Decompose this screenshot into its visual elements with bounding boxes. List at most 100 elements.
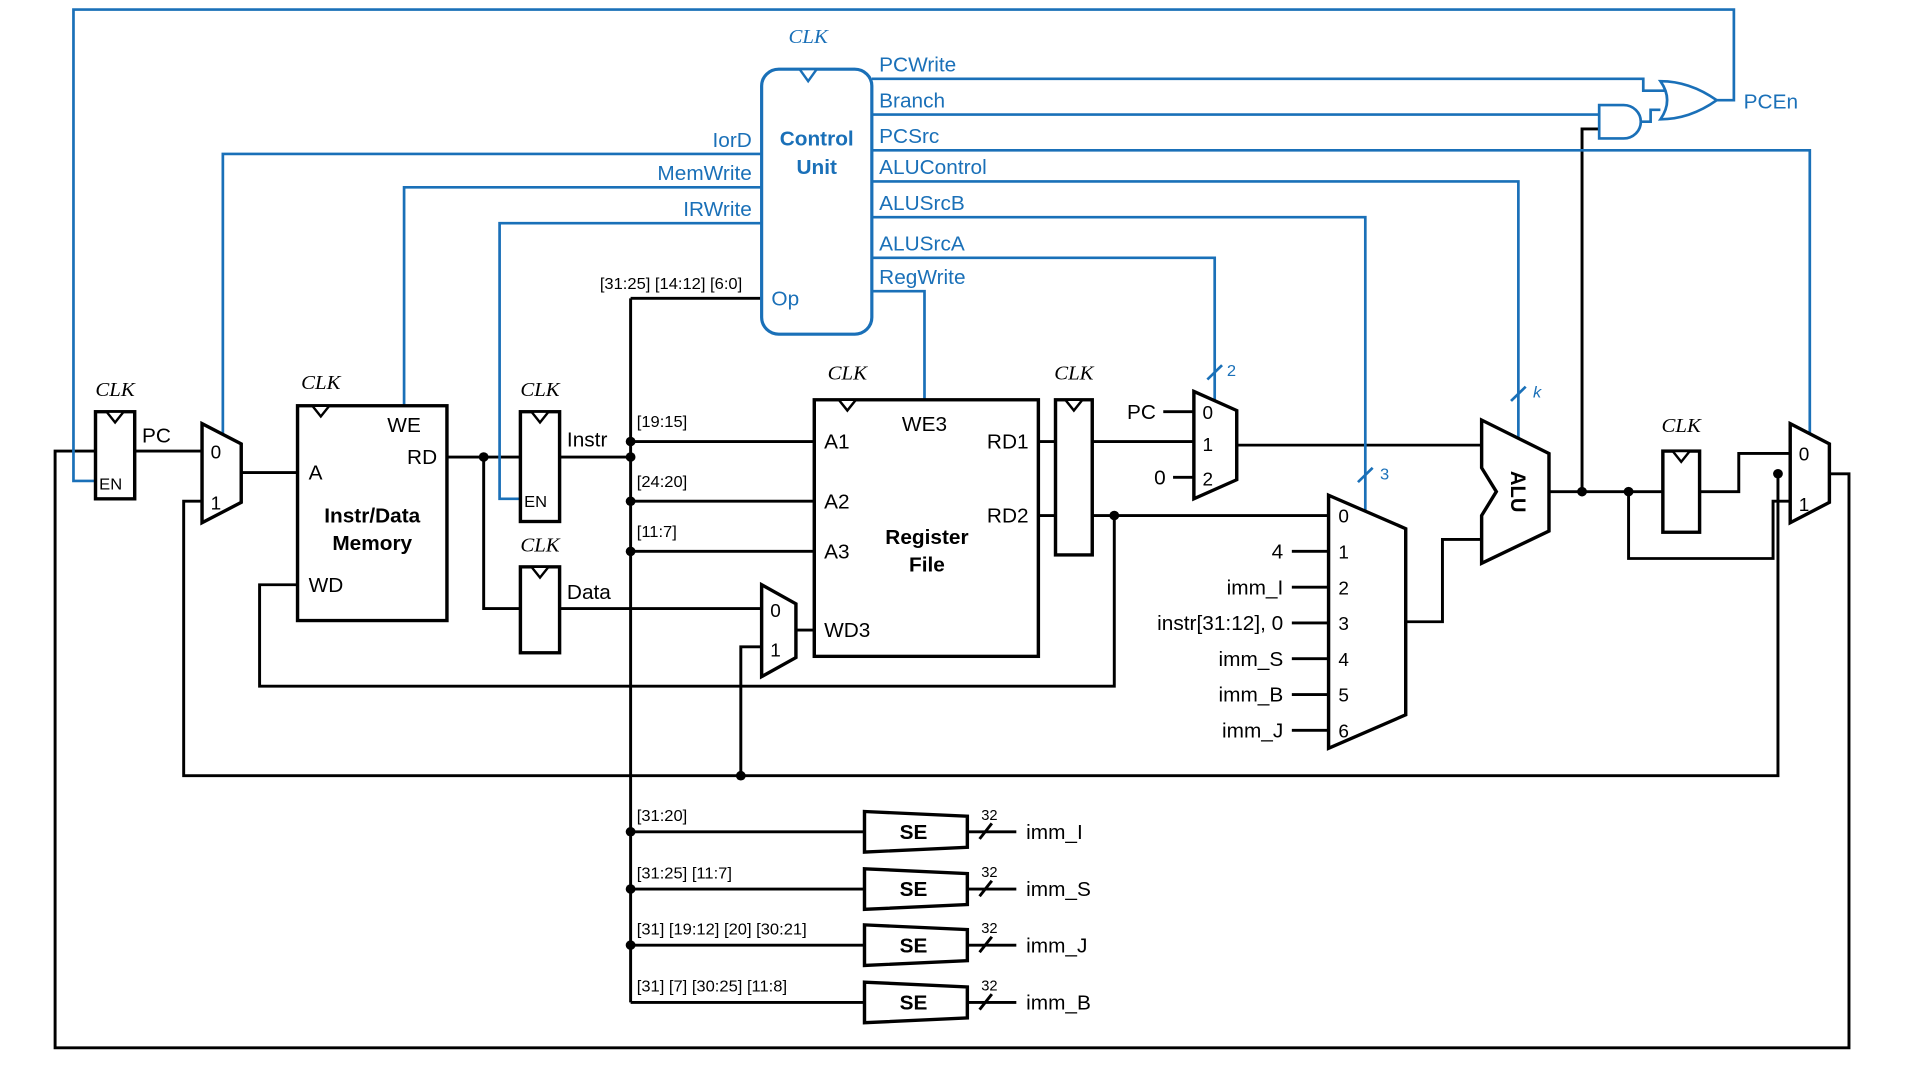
pc-output-label: PC bbox=[142, 425, 171, 448]
se-imms-box bbox=[862, 867, 970, 912]
memory-we-label: WE bbox=[387, 414, 421, 437]
wire-aluout-reg-to-mux bbox=[1699, 452, 1791, 494]
se-immb-label: SE bbox=[900, 992, 928, 1015]
data-register: CLK Data bbox=[518, 535, 611, 655]
srcb-mux-5: 5 bbox=[1338, 685, 1349, 706]
ab-clock-triangle-icon bbox=[1062, 398, 1085, 413]
srcb-input-immi-label: imm_I bbox=[1227, 577, 1284, 600]
alu-shape bbox=[1479, 417, 1551, 566]
memory-rd-label: RD bbox=[407, 446, 437, 469]
srcb-input-immj-label: imm_J bbox=[1222, 720, 1283, 743]
iord-label: IorD bbox=[713, 129, 752, 152]
se-immj-width: 32 bbox=[981, 921, 997, 937]
alucontrol-width-label: k bbox=[1533, 384, 1542, 402]
regfile-a1-label: A1 bbox=[824, 431, 849, 454]
result-mux-1: 1 bbox=[1799, 494, 1810, 515]
regfile-name-2: File bbox=[909, 554, 945, 577]
regfile-we3-label: WE3 bbox=[902, 413, 947, 436]
wire-writedata-to-memory-wd bbox=[258, 515, 1116, 688]
regfile-clock-triangle-icon bbox=[836, 398, 859, 413]
result-mux-shape bbox=[1788, 420, 1832, 526]
wire-pcwrite bbox=[871, 77, 1666, 93]
se2-width-slash bbox=[978, 879, 994, 898]
memory-a-label: A bbox=[309, 462, 323, 485]
srca-mux: 0 1 2 PC 0 2 bbox=[1127, 362, 1239, 502]
junction bbox=[1623, 486, 1634, 497]
pc-clock-triangle-icon bbox=[104, 410, 127, 425]
alusrcb-width-label: 3 bbox=[1380, 466, 1389, 484]
register-file: CLK WE3 A1 A2 A3 WD3 RD1 RD2 Register Fi… bbox=[812, 363, 1041, 659]
wire-andgate-to-orgate bbox=[1640, 108, 1661, 124]
srcb-mux-4: 4 bbox=[1338, 649, 1349, 670]
se-immj-box bbox=[862, 923, 970, 968]
a3-field-label: [11:7] bbox=[637, 523, 677, 541]
regfile-rd1-label: RD1 bbox=[987, 431, 1029, 454]
srcb-mux-6: 6 bbox=[1338, 721, 1349, 742]
instr-output-label: Instr bbox=[567, 429, 608, 452]
op-input-label: Op bbox=[771, 288, 799, 311]
pcwrite-label: PCWrite bbox=[879, 54, 956, 77]
junction-dots bbox=[478, 436, 1783, 950]
data-clock-triangle-icon bbox=[528, 565, 552, 580]
srcb-mux-0: 0 bbox=[1338, 506, 1349, 527]
wd3-mux-1: 1 bbox=[770, 640, 781, 661]
wire-alusrcb bbox=[871, 215, 1367, 511]
srcb-mux-2: 2 bbox=[1338, 578, 1349, 599]
wd3-mux: 0 1 bbox=[759, 581, 798, 680]
result-mux: 0 1 bbox=[1788, 420, 1832, 526]
srcb-mux-shape bbox=[1326, 492, 1408, 751]
srcb-mux-3: 3 bbox=[1338, 613, 1349, 634]
wire-irwrite bbox=[498, 221, 762, 501]
pc-en-label: EN bbox=[99, 475, 122, 493]
se-imms-label: SE bbox=[900, 878, 928, 901]
alusrca-label: ALUSrcA bbox=[879, 233, 965, 256]
datapath-wires bbox=[53, 127, 1851, 1050]
se3-width-slash bbox=[978, 935, 994, 954]
control-unit-title-2: Unit bbox=[797, 156, 838, 179]
wd3-mux-0: 0 bbox=[770, 600, 781, 621]
alusrcb-label: ALUSrcB bbox=[879, 192, 965, 215]
srcb-mux: 0 1 2 3 4 5 6 4 imm_I instr[31:12], 0 im… bbox=[1157, 466, 1408, 751]
memory-clock-triangle-icon bbox=[309, 404, 332, 419]
se-immi-box bbox=[862, 809, 970, 854]
se-immi-fields: [31:20] bbox=[637, 807, 688, 825]
srcb-input-instr-label: instr[31:12], 0 bbox=[1157, 612, 1283, 635]
wire-zero-to-and-gate bbox=[1580, 127, 1600, 492]
regfile-a2-label: A2 bbox=[824, 491, 849, 514]
wire-result-mid-loop bbox=[182, 473, 1780, 778]
pcen-logic: PCEn bbox=[1597, 79, 1798, 140]
data-register-box bbox=[518, 565, 562, 655]
junction bbox=[735, 770, 746, 781]
wire-pcsrc bbox=[871, 149, 1812, 434]
wire-alusrca bbox=[871, 256, 1217, 401]
se-immj-fields: [31] [19:12] [20] [30:21] bbox=[637, 921, 807, 939]
pcen-label: PCEn bbox=[1744, 91, 1798, 114]
regwrite-label: RegWrite bbox=[879, 266, 965, 289]
wd3-mux-shape bbox=[759, 581, 798, 680]
control-clock-triangle-icon bbox=[797, 68, 820, 84]
junction bbox=[625, 940, 636, 950]
ab-clk-label: CLK bbox=[1054, 363, 1095, 385]
junction bbox=[625, 452, 636, 462]
or-gate bbox=[1657, 79, 1720, 121]
instr-en-label: EN bbox=[524, 493, 547, 511]
junction bbox=[625, 827, 636, 837]
se-immb-box bbox=[862, 980, 970, 1025]
se-imms-width: 32 bbox=[981, 865, 997, 881]
srca-mux-shape bbox=[1192, 388, 1239, 502]
and-gate bbox=[1597, 103, 1643, 140]
control-unit-title-1: Control bbox=[780, 128, 854, 151]
pc-clk-label: CLK bbox=[95, 379, 136, 401]
control-clk-label: CLK bbox=[788, 26, 829, 48]
irwrite-label: IRWrite bbox=[683, 198, 752, 221]
junction bbox=[625, 496, 636, 506]
instruction-field-labels: [19:15] [24:20] [11:7] bbox=[637, 413, 688, 541]
sign-extenders: SE [31:20] 32 imm_I SE [31:25] [11:7] 32… bbox=[637, 807, 1091, 1025]
iord-mux-1: 1 bbox=[211, 493, 222, 514]
se-immb-fields: [31] [7] [30:25] [11:8] bbox=[637, 978, 787, 996]
iord-mux: 0 1 bbox=[200, 420, 243, 526]
alucontrol-label: ALUControl bbox=[879, 156, 987, 179]
junction bbox=[625, 436, 636, 447]
instr-data-memory: CLK WE A RD WD Instr/Data Memory bbox=[295, 372, 449, 623]
